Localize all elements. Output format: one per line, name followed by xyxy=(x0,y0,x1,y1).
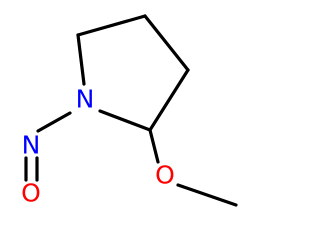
bond-ring-n1-c5 xyxy=(76,33,86,86)
bond-ring-c3-c2 xyxy=(148,68,190,132)
atom-label-n2: N xyxy=(22,131,41,160)
bond-ring-c5-c4 xyxy=(76,14,147,37)
bond-c2-o2 xyxy=(148,128,160,164)
bond-ring-c4-c3 xyxy=(143,14,190,72)
atom-label-o2: O xyxy=(155,161,175,190)
bond-n1-n2 xyxy=(36,111,72,133)
bond-o2-ch3 xyxy=(176,183,238,207)
atom-label-o1: O xyxy=(21,179,41,208)
bond-ring-c2-n1 xyxy=(98,109,152,132)
atom-label-n1: N xyxy=(76,85,95,114)
molecule-structure-diagram: N N O O xyxy=(21,14,238,208)
